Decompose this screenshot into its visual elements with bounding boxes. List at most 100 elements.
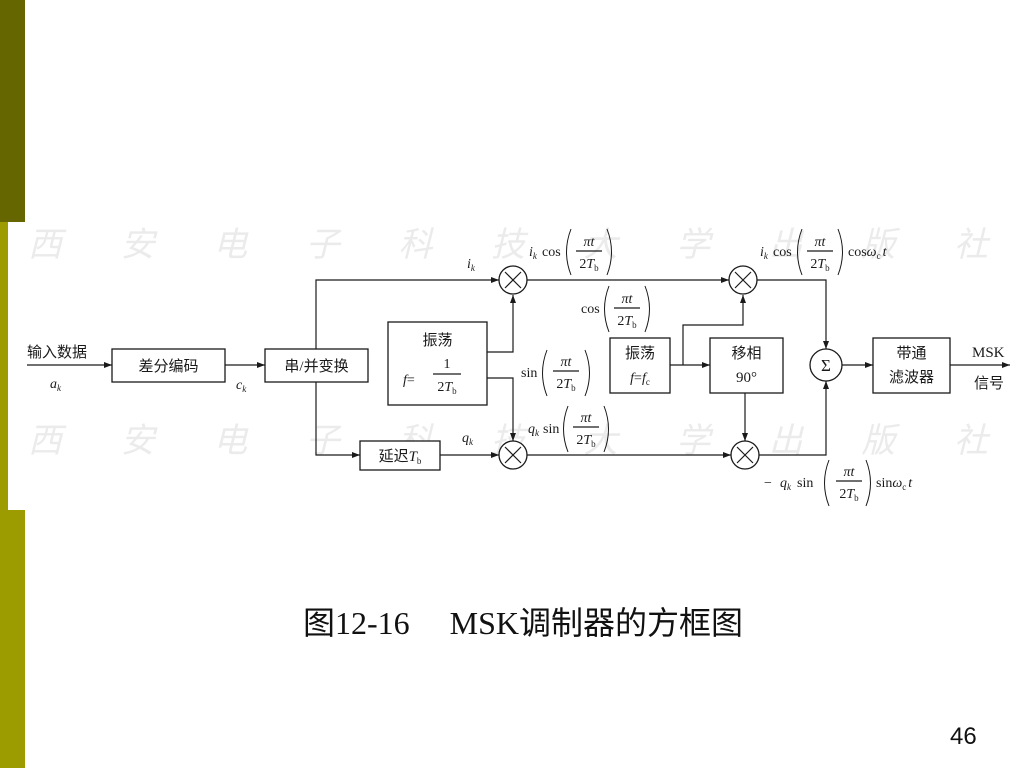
den-number: 2 — [617, 314, 624, 329]
den-subscript: b — [854, 493, 859, 503]
carrier-subscript: c — [877, 251, 881, 261]
slide-side-bar-top — [0, 0, 25, 222]
right-paren — [584, 349, 590, 397]
oscillator-1-title: 振荡 — [422, 332, 452, 349]
expr-ik-cos-func: cos — [542, 245, 561, 260]
coef-subscript: k — [764, 251, 769, 261]
delay-block: 延迟Tb — [359, 440, 441, 471]
left-paren — [542, 349, 548, 397]
fraction-numerator: πt — [561, 355, 573, 370]
q-branch-line — [315, 382, 360, 458]
phase-shifter-title: 移相 — [731, 345, 761, 362]
fraction-numerator: πt — [581, 411, 593, 426]
right-paren — [644, 285, 650, 333]
den-number: 2 — [839, 487, 846, 502]
fraction-denominator: 2Tb — [576, 433, 596, 449]
oscillator-1-block: 振荡 f= 1 2Tb — [387, 321, 488, 406]
i-branch-symbol-subscript: k — [471, 263, 476, 273]
fraction-denominator: 2Tb — [579, 257, 599, 273]
encoded-symbol-subscript: k — [242, 384, 247, 394]
expr-qk-sin-coef: qk — [528, 422, 540, 438]
multiply-cross-icon — [736, 446, 754, 464]
serial-parallel-label: 串/并变换 — [284, 358, 348, 375]
expr-ik-cos: ik cos πt 2Tb — [529, 228, 612, 276]
right-paren — [603, 405, 609, 453]
den-symbol: T — [586, 257, 595, 272]
phase-shifter-box — [709, 337, 784, 394]
fraction-numerator: πt — [815, 235, 827, 250]
right-paren — [606, 228, 612, 276]
output-label-line1: MSK — [972, 345, 1005, 361]
i-branch-symbol: ik — [467, 257, 476, 273]
expr-qk-sin: qk sin πt 2Tb — [528, 405, 609, 453]
multiplier-3 — [728, 265, 758, 295]
differential-encoder-block: 差分编码 — [111, 348, 226, 383]
output-label-line2: 信号 — [974, 375, 1004, 392]
den-subscript: b — [571, 383, 576, 393]
i-branch-line — [315, 277, 499, 349]
oscillator-1-box — [387, 321, 488, 406]
den-subscript: b — [594, 263, 599, 273]
oscillator-2-freq-var: f — [630, 371, 636, 386]
den-number: 2 — [576, 433, 583, 448]
oscillator-1-den-number: 2 — [437, 380, 444, 395]
summer-sigma-icon: Σ — [821, 356, 831, 375]
carrier-subscript: c — [902, 482, 906, 492]
phase-shifter-block: 移相 90° — [709, 337, 784, 394]
encoded-symbol: ck — [236, 378, 247, 394]
summer: Σ — [809, 348, 843, 382]
oscillator-1-denominator: 2Tb — [437, 380, 457, 396]
den-subscript: b — [591, 439, 596, 449]
den-number: 2 — [810, 257, 817, 272]
coef-subscript: k — [787, 482, 792, 492]
label-cos-func: cos — [581, 302, 600, 317]
input-data-label: 输入数据 — [27, 344, 87, 361]
fraction-numerator: πt — [844, 465, 856, 480]
oscillator-1-numerator: 1 — [444, 357, 451, 372]
figure-caption: 图12-16 MSK调制器的方框图 — [303, 605, 744, 641]
left-paren — [604, 285, 610, 333]
page-number: 46 — [950, 723, 977, 750]
expr-top-right-func: cos — [773, 245, 792, 260]
den-symbol: T — [583, 433, 592, 448]
q-branch-symbol-subscript: k — [469, 437, 474, 447]
multiplier-1 — [498, 265, 528, 295]
expr-ik-cos-coef: ik — [529, 245, 538, 261]
oscillator-2-freq-symbol: f — [642, 371, 648, 386]
bandpass-filter-line1: 带通 — [896, 345, 926, 362]
multiply-cross-icon — [504, 446, 522, 464]
left-paren — [566, 228, 572, 276]
oscillator-2-block: 振荡 f=fc — [609, 337, 671, 394]
coef-symbol: q — [528, 422, 535, 437]
coef-symbol: i — [760, 245, 764, 260]
bandpass-filter-block: 带通 滤波器 — [872, 337, 951, 394]
input-symbol-subscript: k — [57, 383, 62, 393]
delay-label: 延迟Tb — [379, 448, 422, 466]
coef-symbol: i — [529, 245, 533, 260]
oscillator-1-den-symbol: T — [444, 380, 453, 395]
multiply-cross-icon — [734, 271, 752, 289]
oscillator-1-freq-label: f= — [403, 373, 415, 388]
left-paren — [563, 405, 569, 453]
delay-label-text: 延迟 — [379, 448, 409, 465]
right-paren — [837, 228, 843, 276]
label-cos: cos πt 2Tb — [581, 285, 650, 333]
label-sin-func: sin — [521, 366, 537, 381]
den-symbol: T — [563, 377, 572, 392]
q-branch-symbol-main: q — [462, 431, 469, 446]
multiplier-2 — [498, 440, 528, 470]
oscillator-2-freq: f=fc — [630, 371, 650, 387]
expr-qk-sin-func: sin — [543, 422, 559, 437]
bandpass-filter-line2: 滤波器 — [889, 369, 934, 386]
oscillator-1-freq-var: f — [403, 373, 409, 388]
den-subscript: b — [632, 320, 637, 330]
delay-label-symbol: T — [409, 449, 419, 465]
oscillator-1-sin-output — [487, 377, 516, 441]
oscillator-2-freq-subscript: c — [646, 377, 650, 387]
label-sin: sin πt 2Tb — [521, 349, 590, 397]
carrier-func: sin — [876, 476, 892, 491]
